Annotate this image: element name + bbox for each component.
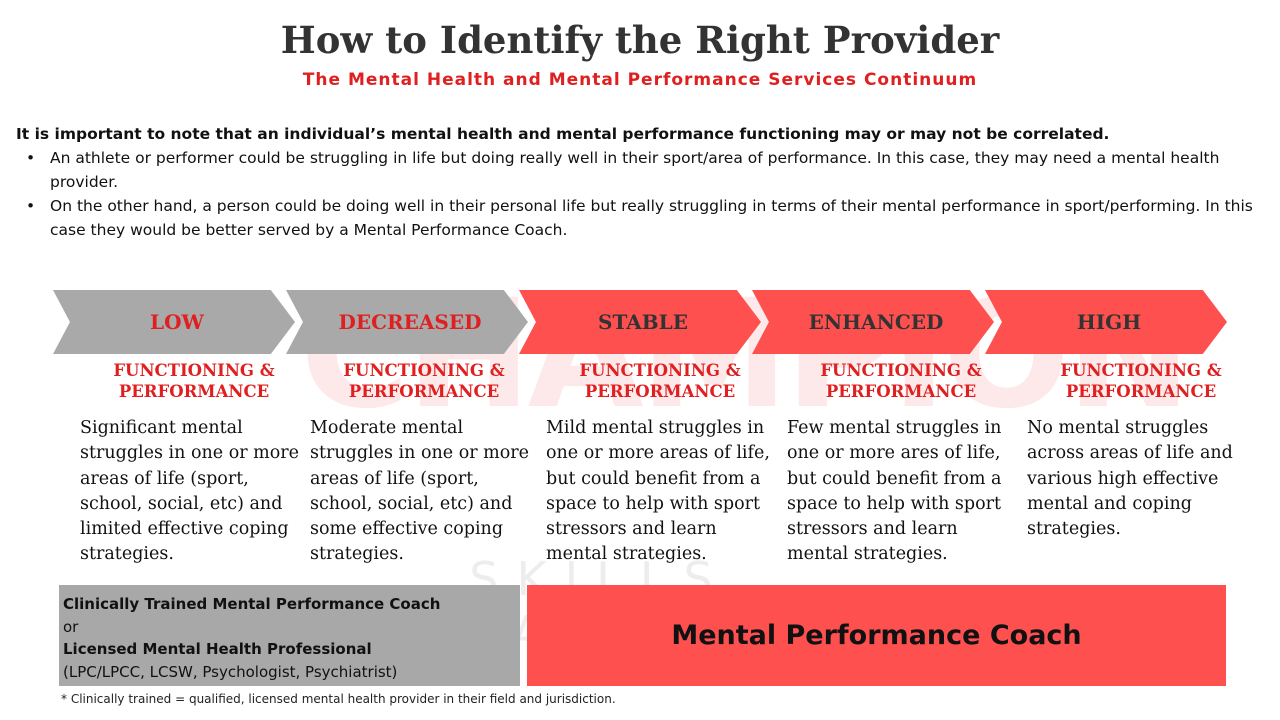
column-subtitle: FUNCTIONING & PERFORMANCE [820, 361, 982, 401]
column-enhanced: FUNCTIONING & PERFORMANCE Few mental str… [787, 360, 1015, 568]
licensed-professional-label: Licensed Mental Health Professional [63, 640, 372, 658]
coach-label: Mental Performance Coach [671, 620, 1082, 651]
column-description: No mental struggles across areas of life… [1027, 418, 1233, 540]
column-description: Mild mental struggles in one or more are… [546, 418, 770, 565]
arrow-low: LOW [53, 290, 295, 354]
column-description: Moderate mental struggles in one or more… [310, 418, 530, 565]
column-stable: FUNCTIONING & PERFORMANCE Mild mental st… [546, 360, 774, 568]
professional-types: (LPC/LPCC, LCSW, Psychologist, Psychiatr… [63, 662, 398, 681]
intro-bullet: On the other hand, a person could be doi… [26, 194, 1276, 242]
arrow-label: LOW [150, 310, 204, 334]
continuum-arrows: LOW DECREASED STABLE ENHANCED HIGH [0, 290, 1280, 354]
arrow-enhanced: ENHANCED [752, 290, 994, 354]
clinical-provider-box: Clinically Trained Mental Performance Co… [59, 585, 520, 686]
column-description: Few mental struggles in one or more ares… [787, 418, 1002, 565]
column-description: Significant mental struggles in one or m… [80, 418, 300, 565]
arrow-label: HIGH [1076, 310, 1142, 334]
arrow-decreased: DECREASED [286, 290, 528, 354]
column-subtitle: FUNCTIONING & PERFORMANCE [113, 361, 275, 401]
intro-section: It is important to note that an individu… [16, 122, 1276, 242]
page-subtitle: The Mental Health and Mental Performance… [302, 70, 978, 90]
column-decreased: FUNCTIONING & PERFORMANCE Moderate menta… [310, 360, 538, 568]
column-subtitle: FUNCTIONING & PERFORMANCE [1060, 361, 1222, 401]
arrow-label: DECREASED [338, 310, 482, 334]
arrow-label: STABLE [598, 310, 688, 334]
arrow-high: HIGH [985, 290, 1227, 354]
intro-bullet: An athlete or performer could be struggl… [26, 146, 1276, 194]
arrow-label: ENHANCED [808, 310, 944, 334]
column-low: FUNCTIONING & PERFORMANCE Significant me… [80, 360, 308, 568]
intro-lead: It is important to note that an individu… [16, 125, 1110, 143]
clinical-coach-label: Clinically Trained Mental Performance Co… [63, 595, 441, 613]
footnote: * Clinically trained = qualified, licens… [61, 692, 616, 706]
column-subtitle: FUNCTIONING & PERFORMANCE [343, 361, 505, 401]
arrow-stable: STABLE [519, 290, 761, 354]
mental-performance-coach-box: Mental Performance Coach [527, 585, 1226, 686]
intro-bullets: An athlete or performer could be struggl… [16, 146, 1276, 242]
page-title: How to Identify the Right Provider [280, 18, 1000, 62]
or-label: or [63, 617, 79, 636]
column-high: FUNCTIONING & PERFORMANCE No mental stru… [1027, 360, 1255, 542]
column-subtitle: FUNCTIONING & PERFORMANCE [579, 361, 741, 401]
